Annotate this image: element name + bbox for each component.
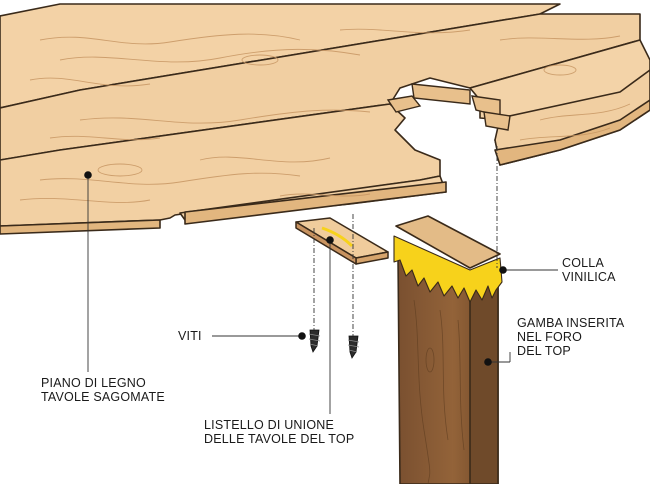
tongue-left [386, 95, 422, 113]
label-line: TAVOLE SAGOMATE [41, 390, 165, 404]
screw-left [308, 329, 321, 353]
board-lower-edge [184, 181, 447, 225]
label-piano-di-legno: PIANO DI LEGNO TAVOLE SAGOMATE [41, 376, 165, 404]
dot-piano [84, 171, 92, 179]
table-top [0, 3, 650, 235]
glue-drip [393, 235, 503, 303]
label-line: VITI [178, 329, 202, 343]
batten-front [295, 221, 357, 265]
dot-viti [298, 332, 306, 340]
dot-gamba [484, 358, 492, 366]
leg-side-face [469, 267, 499, 484]
dot-listello [326, 236, 334, 244]
leg-grain [413, 299, 465, 484]
label-line: COLLA [562, 256, 604, 270]
leader-lines [87, 146, 558, 414]
label-viti: VITI [178, 329, 202, 343]
leg-top [395, 215, 501, 269]
dot-colla [499, 266, 507, 274]
wood-grain [19, 28, 631, 203]
notch-pieces [386, 83, 511, 131]
label-colla-vinilica: COLLA VINILICA [562, 256, 616, 284]
listello-batten [295, 217, 389, 265]
label-line: NEL FORO [517, 330, 583, 344]
label-line: DEL TOP [517, 344, 571, 358]
label-line: LISTELLO DI UNIONE [204, 418, 335, 432]
tongue-right2 [483, 111, 511, 131]
label-gamba-inserita: GAMBA INSERITA NEL FORO DEL TOP [517, 316, 624, 358]
label-line: DELLE TAVOLE DEL TOP [204, 432, 355, 446]
table-leg [393, 215, 503, 484]
tongue-mid [411, 83, 471, 105]
screw-right [347, 335, 360, 359]
board-front-edge [0, 219, 161, 235]
batten-glue [321, 226, 354, 248]
label-line: GAMBA INSERITA [517, 316, 625, 330]
board-right-lower-edge [494, 99, 650, 166]
leader-dots [84, 171, 507, 366]
label-listello-di-unione: LISTELLO DI UNIONE DELLE TAVOLE DEL TOP [204, 418, 354, 446]
label-line: PIANO DI LEGNO [41, 376, 146, 390]
label-line: VINILICA [562, 270, 616, 284]
